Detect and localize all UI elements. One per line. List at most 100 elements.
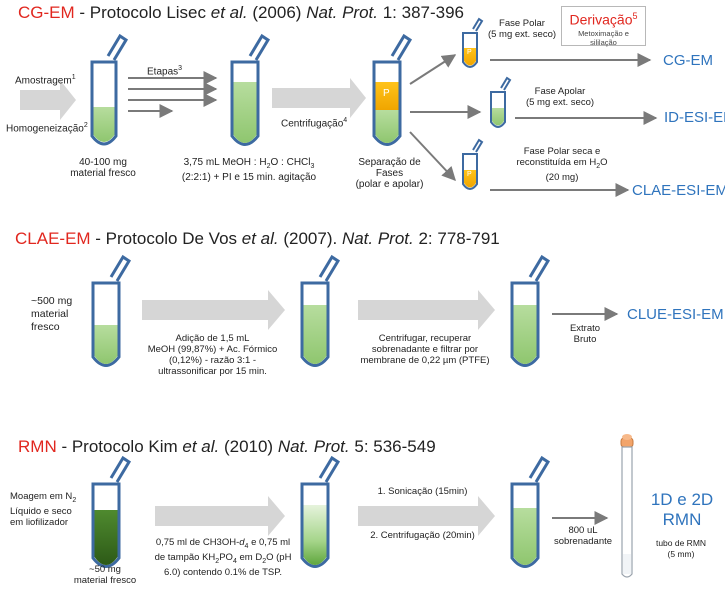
output-cgem: CG-EM [663, 52, 713, 69]
clae-step2: Centrifugar, recuperar sobrenadante e fi… [355, 333, 495, 366]
rmn-tube1-caption-line2: material fresco [73, 575, 137, 586]
sobrenadante-line1: 800 uL [568, 525, 598, 536]
phase-label-small-2: P [467, 171, 472, 178]
clae-tube1-line1: ~500 mg [31, 295, 73, 307]
moagem-line3: em liofilizador [10, 516, 69, 528]
homogeneizacao-sup: 2 [83, 122, 88, 129]
rmn-title-etal: et al. [182, 437, 220, 456]
cgem-title: CG-EM - Protocolo Lisec et al. (2006) Na… [18, 3, 464, 23]
rmn-big-arrow-1 [155, 496, 285, 536]
tube3-caption-line2: (polar e apolar) [355, 179, 424, 190]
claeem-title-etal: et al. [241, 229, 279, 248]
rmn-step1-l2-f: 2 [262, 557, 267, 565]
tubo-rmn-label: tubo de RMN (5 mm) [645, 538, 717, 560]
tube3-caption: Separação de Fases (polar e apolar) [347, 157, 432, 190]
clae-step1-line1: Adição de 1,5 mL [175, 333, 250, 344]
etapas-sup: 3 [178, 65, 183, 72]
polar-label-line1: Fase Polar [499, 18, 545, 29]
rmn-title-journal: Nat. Prot. [277, 437, 350, 456]
moagem-line1: Moagem em N2 [10, 491, 76, 506]
moagem-line1-text: Moagem em N [10, 491, 73, 502]
extrato-line1: Extrato [569, 323, 601, 334]
polar-seca-line3: (20 mg) [545, 171, 579, 183]
clae-big-arrow-2 [358, 290, 495, 330]
clae-tube-3 [510, 254, 551, 367]
phase-label-big: P [383, 88, 390, 99]
output-idesiem: ID-ESI-EM [664, 109, 725, 126]
branch-arrow-down [409, 131, 456, 182]
rmn-tube-1 [91, 455, 132, 568]
rmn-step1-line3: 6.0) contendo 0.1% de TSP. [164, 566, 282, 578]
derivacao-sub-line1: Metoximação e [578, 28, 629, 38]
output-claeesiem: CLAE-ESI-EM [632, 182, 725, 199]
small-tube-polar [462, 17, 484, 68]
rmn-step1-l2-a: de tampão KH [154, 551, 216, 563]
clae-step1: Adição de 1,5 mL MeOH (99,87%) + Ac. Fór… [145, 333, 280, 377]
clae-tube1-label: ~500 mg material fresco [31, 295, 72, 334]
homogeneizacao-text: Homogeneização [6, 123, 84, 135]
apolar-label-line1: Fase Apolar [534, 86, 586, 97]
cgem-title-year: (2006) [247, 3, 307, 22]
polar-seca-label: Fase Polar seca e reconstituída em H2O (… [507, 146, 617, 183]
etapas-label: Etapas3 [147, 63, 182, 77]
tubo-rmn-line1: tubo de RMN [655, 538, 707, 548]
rmn-step1-l1-a: 0,75 ml de CH3OH- [155, 537, 240, 548]
tube1-caption-line2: material fresco [70, 168, 136, 179]
etapas-arrows [128, 71, 218, 118]
rmn-tube-2 [300, 455, 341, 568]
small-tube-apolar [490, 76, 512, 128]
tube3-caption-line1: Separação de Fases [358, 157, 421, 179]
derivacao-sub-line2: sililação [590, 37, 617, 47]
phase-label-small-1: P [467, 49, 472, 56]
tube-3 [372, 33, 413, 146]
extrato-label: Extrato Bruto [560, 323, 610, 345]
clae-tube1-line3: fresco [31, 321, 60, 333]
amostragem-text: Amostragem [15, 75, 72, 87]
claeem-title-acronym: CLAE-EM [15, 229, 91, 248]
cgem-title-text: - Protocolo Lisec [74, 3, 211, 22]
rmn-title-text: - Protocolo Kim [56, 437, 183, 456]
tube2-caption-line1: 3,75 mL MeOH : H2O : CHCl3 [175, 157, 323, 172]
claeem-title-journal: Nat. Prot. [341, 229, 414, 248]
rmn-step3: 2. Centrifugação (20min) [370, 530, 475, 541]
rmn-step1-l2-b: 2 [215, 557, 220, 565]
tube1-caption-line1: 40-100 mg [79, 157, 127, 168]
rmn-step1-l2-c: PO [219, 551, 233, 563]
claeem-title-text: - Protocolo De Vos [90, 229, 242, 248]
claeem-title-year: (2007). [278, 229, 342, 248]
rmn-title-acronym: RMN [18, 437, 57, 456]
polar-label: Fase Polar (5 mg ext. seco) [482, 18, 562, 40]
tube-2 [230, 33, 271, 146]
big-arrow-2 [272, 78, 366, 118]
polar-seca-line2: reconstituída em H2O [507, 157, 617, 172]
moagem-line2: Líquido e seco [10, 505, 72, 517]
clae-step1-line2: MeOH (99,87%) + Ac. Fórmico [147, 344, 278, 355]
rmn-tube1-caption: ~50 mg material fresco [70, 564, 140, 586]
derivacao-sub: Metoximação e sililação [562, 29, 645, 47]
rmn-tube1-caption-line1: ~50 mg [89, 564, 121, 575]
clae-tube1-line2: material [31, 308, 69, 320]
derivacao-title: Derivação5 [562, 8, 645, 29]
apolar-label-line2: (5 mg ext. seco) [525, 97, 595, 108]
amostragem-label: Amostragem1 [15, 72, 76, 86]
sobrenadante-label: 800 uL sobrenadante [548, 525, 618, 547]
derivacao-sup: 5 [632, 11, 638, 21]
polar-seca-line2-end: O [600, 157, 608, 168]
big-arrow-1 [20, 80, 76, 120]
extrato-line2: Bruto [573, 334, 597, 345]
rmn-title: RMN - Protocolo Kim et al. (2010) Nat. P… [18, 437, 436, 457]
clae-tube-2 [300, 254, 341, 367]
clae-tube-1 [91, 254, 132, 367]
tube2-caption-part2: O : CHCl [270, 157, 311, 168]
tube2-caption: 3,75 mL MeOH : H2O : CHCl3 (2:2:1) + PI … [175, 157, 323, 183]
tube2-caption-line2: (2:2:1) + PI e 15 min. agitação [181, 172, 317, 183]
rmn-title-pages: 5: 536-549 [349, 437, 436, 456]
etapas-text: Etapas [147, 66, 179, 78]
polar-seca-line1: Fase Polar seca e [523, 146, 601, 157]
tube2-caption-sub2: 3 [310, 163, 315, 170]
cgem-title-journal: Nat. Prot. [306, 3, 378, 22]
claeem-title: CLAE-EM - Protocolo De Vos et al. (2007)… [15, 229, 500, 249]
output-clueesiem: CLUE-ESI-EM [627, 306, 724, 323]
small-tube-polar-dry [462, 138, 484, 190]
